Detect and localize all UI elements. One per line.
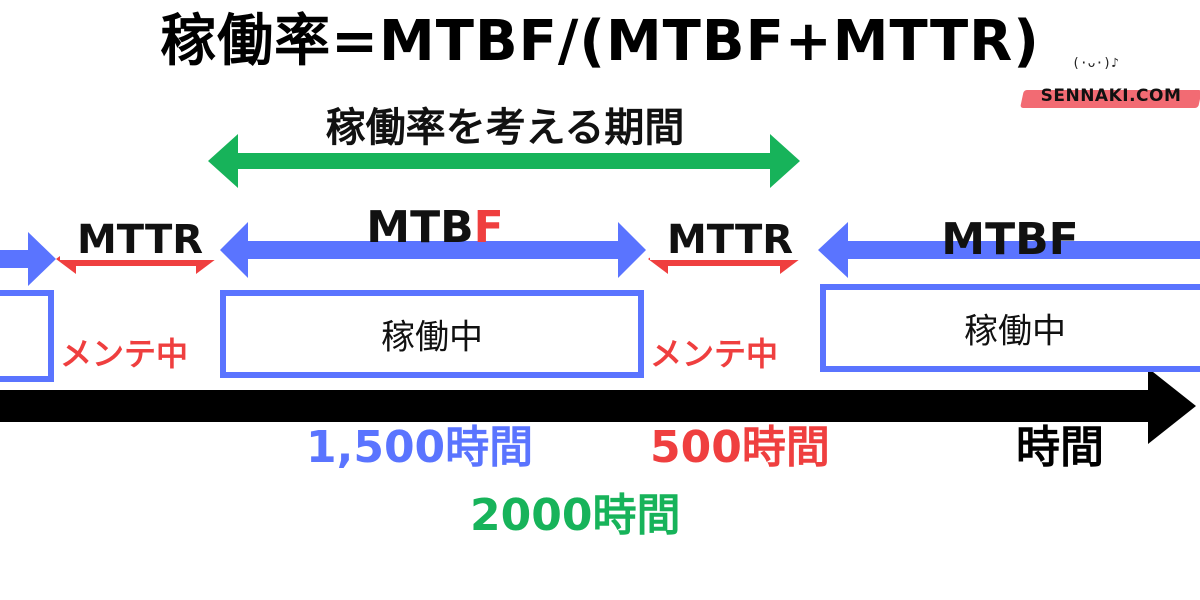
mttr-label-2: MTTR bbox=[650, 220, 810, 260]
period-label: 稼働率を考える期間 bbox=[325, 105, 685, 151]
mttr-label-1: MTTR bbox=[60, 220, 220, 260]
mtbf-arrow-2 bbox=[818, 222, 1200, 278]
brand-badge[interactable]: SENNAKI.COM bbox=[1020, 82, 1200, 110]
operating-label-2: 稼働中 bbox=[964, 311, 1066, 352]
operating-label-1: 稼働中 bbox=[381, 317, 483, 358]
operating-box-2: 稼働中 bbox=[820, 284, 1200, 372]
mtbf-label-2: MTBF bbox=[941, 214, 1079, 265]
operating-box-1: 稼働中 bbox=[220, 290, 644, 378]
brand-text: SENNAKI.COM bbox=[1040, 86, 1182, 106]
mtbf-label-1-accent: F bbox=[473, 202, 504, 253]
mascot-doodle: (·ᴗ·)♪ bbox=[1072, 56, 1119, 71]
mttr-hours: 500時間 bbox=[650, 422, 830, 473]
mtbf-label-1: MTBF bbox=[340, 206, 530, 250]
maintenance-label-2: メンテ中 bbox=[650, 335, 779, 373]
operating-box-partial bbox=[0, 290, 54, 382]
mtbf-label-1-main: MTB bbox=[366, 202, 474, 253]
mtbf-arrow-1 bbox=[220, 222, 646, 278]
period-arrow bbox=[208, 134, 800, 188]
time-axis-label: 時間 bbox=[1016, 422, 1104, 473]
total-period-hours: 2000時間 bbox=[470, 490, 681, 541]
maintenance-label-1: メンテ中 bbox=[60, 335, 189, 373]
timeline-arrow bbox=[0, 368, 1196, 444]
formula-title: 稼働率=MTBF/(MTBF+MTTR) bbox=[160, 9, 1040, 74]
mtbf-hours: 1,500時間 bbox=[306, 422, 534, 473]
mtbf-arrow-partial bbox=[0, 232, 56, 286]
